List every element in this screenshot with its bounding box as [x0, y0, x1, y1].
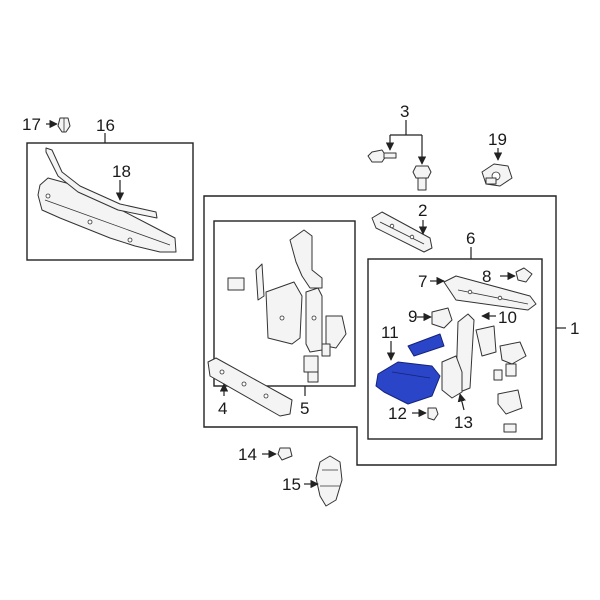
callout-12: 12 — [388, 404, 407, 423]
callout-14: 14 — [238, 445, 257, 464]
part-5-support-assembly[interactable] — [227, 229, 347, 383]
callout-4: 4 — [218, 399, 227, 418]
callout-7: 7 — [418, 272, 427, 291]
part-13-side-support[interactable] — [441, 355, 463, 399]
callout-9: 9 — [408, 307, 417, 326]
misc-brackets[interactable] — [493, 341, 527, 433]
group-box-1 — [203, 195, 557, 466]
part-17-clip[interactable] — [57, 117, 71, 133]
part-14-clip[interactable] — [277, 447, 293, 461]
part-3-bolt-right[interactable] — [412, 165, 432, 191]
callout-10: 10 — [498, 308, 517, 327]
part-9-plate[interactable] — [431, 307, 453, 329]
callout-3: 3 — [400, 102, 409, 121]
callout-18: 18 — [112, 162, 131, 181]
callout-6: 6 — [466, 229, 475, 248]
part-8-bracket[interactable] — [515, 267, 533, 283]
leader-13 — [457, 393, 466, 411]
part-7-upper-side-member[interactable] — [443, 275, 537, 311]
part-15-deflector[interactable] — [315, 455, 343, 507]
callout-5: 5 — [300, 399, 309, 418]
part-18-seal[interactable] — [45, 147, 158, 219]
callout-11: 11 — [381, 323, 399, 342]
callout-15: 15 — [282, 475, 301, 494]
group-box-6 — [367, 258, 543, 440]
part-11-lower-bracket[interactable] — [375, 333, 445, 405]
callout-17: 17 — [22, 115, 41, 134]
group-box-16 — [26, 142, 194, 261]
part-3-bolt-left[interactable] — [367, 149, 397, 163]
callout-19: 19 — [488, 130, 507, 149]
part-16-cover[interactable] — [37, 177, 177, 253]
callout-2: 2 — [418, 201, 427, 220]
callout-13: 13 — [454, 413, 473, 432]
callout-1: 1 — [570, 319, 579, 338]
part-2-upper-reinforcement[interactable] — [371, 211, 433, 253]
callout-16: 16 — [96, 116, 115, 135]
part-12-nut[interactable] — [427, 407, 439, 421]
group-box-5 — [213, 220, 356, 387]
part-19-sensor[interactable] — [481, 163, 513, 187]
part-4-lower-tie-bar[interactable] — [207, 357, 293, 417]
callout-8: 8 — [482, 267, 491, 286]
